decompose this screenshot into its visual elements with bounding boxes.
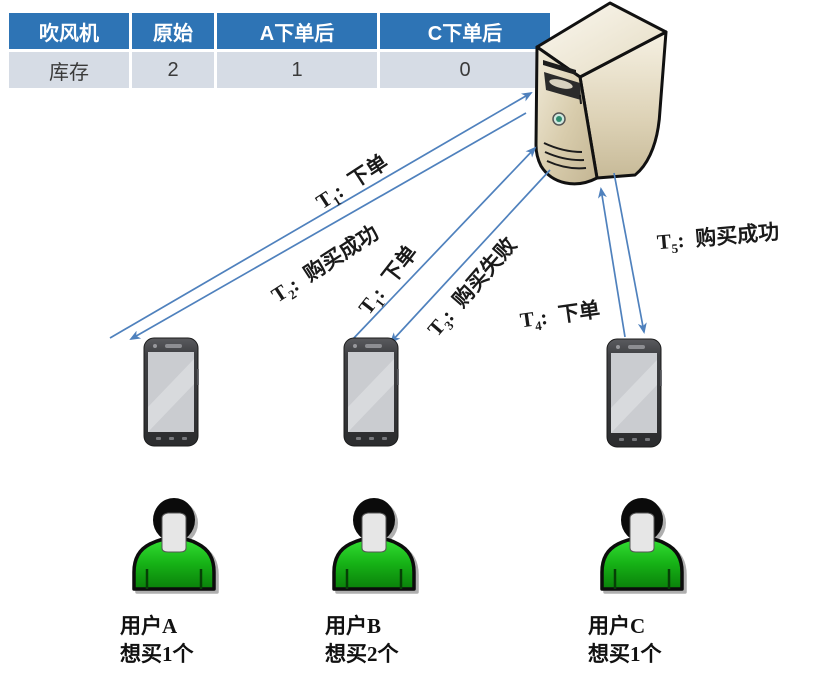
user-face [161, 512, 187, 553]
arrow-c-order [597, 187, 626, 338]
label-c-success: T5:购买成功 [656, 216, 781, 259]
server-vent-line [543, 142, 583, 153]
user-c-want: 想买1个 [588, 642, 662, 666]
t-prefix: T [655, 229, 672, 255]
t-colon: : [676, 227, 686, 253]
server-drive-edge [579, 94, 582, 105]
server-vent-line [546, 160, 587, 170]
cell-stock-original: 2 [132, 52, 214, 88]
cell-stock-after-a: 1 [217, 52, 377, 88]
phone-screen-glare [148, 359, 194, 432]
table-row: 库存 2 1 0 [9, 52, 550, 88]
user-a-want: 想买1个 [120, 642, 194, 666]
header-after-c: C下单后 [380, 13, 550, 49]
caption-user-c: 用户C 想买1个 [588, 612, 662, 668]
t-text: 下单 [556, 297, 602, 328]
t-text: 下单 [377, 240, 423, 289]
cell-stock-label: 库存 [9, 52, 129, 88]
t-text: 购买失败 [447, 232, 522, 312]
smartphone-icon-a [143, 337, 199, 447]
cell-stock-after-c: 0 [380, 52, 550, 88]
user-b-name: 用户B [325, 614, 382, 638]
header-after-a: A下单后 [217, 13, 377, 49]
phone-speaker [165, 344, 182, 348]
inventory-table: 吹风机 原始 A下单后 C下单后 库存 2 1 0 [6, 10, 553, 91]
caption-user-a: 用户A 想买1个 [120, 612, 194, 668]
user-c-name: 用户C [588, 614, 646, 638]
server-vent-line [544, 151, 585, 162]
server-icon [534, 1, 668, 186]
user-a-name: 用户A [120, 614, 178, 638]
label-c-order: T4:下单 [518, 293, 602, 336]
phone-side-button [197, 369, 199, 385]
user-b-want: 想买2个 [325, 642, 399, 666]
user-icon-b [332, 498, 416, 591]
user-icon-a [132, 498, 216, 591]
table-header-row: 吹风机 原始 A下单后 C下单后 [9, 13, 550, 49]
t-text: 购买成功 [694, 219, 781, 251]
smartphone-icon-b [343, 337, 399, 447]
phone-camera [153, 344, 157, 348]
smartphone-icon-c [606, 338, 662, 448]
label-a-order: T1:下单 [309, 147, 394, 218]
header-original: 原始 [132, 13, 214, 49]
t-prefix: T [518, 306, 536, 333]
t-text: 下单 [343, 149, 393, 193]
label-b-fail: T3:购买失败 [420, 230, 525, 344]
header-product: 吹风机 [9, 13, 129, 49]
user-icon-c [600, 498, 684, 591]
server-cd-slot [543, 60, 576, 75]
arrow-c-success [613, 172, 647, 334]
phone-screen [148, 352, 194, 432]
server-power-led [556, 116, 562, 122]
caption-user-b: 用户B 想买2个 [325, 612, 399, 668]
server-cd-tray [549, 79, 573, 89]
